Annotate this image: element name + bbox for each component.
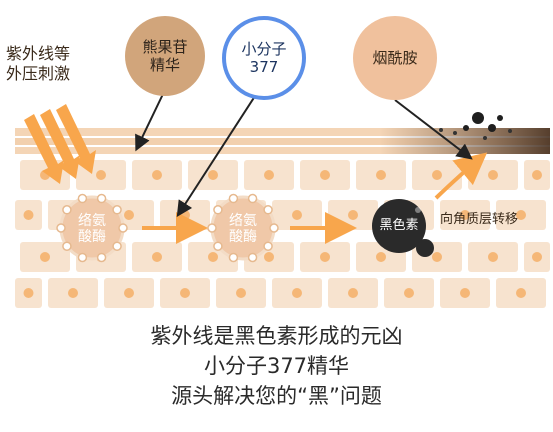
cell-nucleus <box>376 170 386 180</box>
tyrosinase-bead <box>96 193 107 204</box>
tyrosinase-bead <box>56 223 66 233</box>
cell-nucleus <box>516 210 526 220</box>
cell-nucleus <box>152 252 162 262</box>
tyrosinase-bead <box>77 252 88 263</box>
cell-nucleus <box>152 170 162 180</box>
cell-nucleus <box>320 170 330 180</box>
tyrosinase-label-2: 络氨 酸酶 <box>229 213 257 245</box>
tyrosinase-ring-1 <box>56 193 128 263</box>
melanin-particles <box>439 112 512 140</box>
melanin-label: 黑色素 <box>379 218 419 233</box>
cell-nucleus <box>404 288 414 298</box>
cell-nucleus <box>532 170 542 180</box>
cell-nucleus <box>460 288 470 298</box>
cell-nucleus <box>488 252 498 262</box>
caption-line-1: 紫外线是黑色素形成的元凶 <box>150 324 403 348</box>
cell-nucleus <box>320 252 330 262</box>
cell-nucleus <box>68 288 78 298</box>
tyrosinase-bead <box>96 252 107 263</box>
tyrosinase-bead <box>112 241 122 251</box>
cell-nucleus <box>208 252 218 262</box>
niacinamide-bubble: 烟酰胺 <box>353 16 437 100</box>
tyrosinase-bead <box>247 252 258 263</box>
caption-line-3: 源头解决您的“黑”问题 <box>171 384 382 408</box>
tyrosinase-bead <box>77 193 88 204</box>
bear-fruit-label: 熊果苷 精华 <box>142 38 188 74</box>
cell-nucleus <box>23 210 34 220</box>
cell-nucleus <box>376 252 386 262</box>
cell-nucleus <box>292 288 302 298</box>
niacinamide-label: 烟酰胺 <box>372 49 418 67</box>
stratum-corneum-layer <box>15 128 550 154</box>
small-molecule-label: 小分子 377 <box>241 40 287 76</box>
uv-source-label: 紫外线等 外压刺激 <box>6 44 71 83</box>
cell-nucleus <box>292 210 302 220</box>
cell-nucleus <box>264 252 274 262</box>
tyrosinase-bead <box>269 223 279 233</box>
flow-arrows <box>142 152 488 244</box>
caption-line-2: 小分子377精华 <box>203 354 350 378</box>
cell-nucleus <box>348 288 358 298</box>
cell-nucleus <box>124 210 134 220</box>
small-molecule-bubble: 小分子 377 <box>222 16 306 100</box>
cell-nucleus <box>40 252 50 262</box>
tyrosinase-bead <box>118 223 128 233</box>
cell-nucleus <box>460 210 470 220</box>
tyrosinase-bead <box>263 205 273 215</box>
cell-nucleus <box>532 252 542 262</box>
tyrosinase-bead <box>112 205 122 215</box>
cell-nucleus <box>516 288 526 298</box>
bear-fruit-bubble: 熊果苷 精华 <box>125 16 205 96</box>
tyrosinase-bead <box>228 193 239 204</box>
tyrosinase-bead <box>213 205 223 215</box>
uv-arrows <box>24 104 96 184</box>
tyrosinase-bead <box>62 205 72 215</box>
cell-nucleus <box>264 170 274 180</box>
tyrosinase-bead <box>213 241 223 251</box>
cell-nucleus <box>23 288 34 298</box>
pointer-arrows <box>135 93 473 218</box>
cell-nucleus <box>432 170 442 180</box>
melanin-cell <box>372 199 434 257</box>
tyrosinase-bead <box>62 241 72 251</box>
cell-nucleus <box>348 210 358 220</box>
cell-nucleus <box>488 170 498 180</box>
cell-nucleus <box>124 288 134 298</box>
cell-nucleus <box>236 288 246 298</box>
tyrosinase-label-1: 络氨 酸酶 <box>78 213 106 245</box>
tyrosinase-bead <box>247 193 258 204</box>
tyrosinase-bead <box>263 241 273 251</box>
cell-nucleus <box>432 252 442 262</box>
cell-nucleus <box>180 288 190 298</box>
cell-nucleus <box>96 170 106 180</box>
tyrosinase-ring-2 <box>207 193 279 263</box>
tyrosinase-bead <box>207 223 217 233</box>
transfer-label: 向角质层转移 <box>440 212 519 227</box>
tyrosinase-bead <box>228 252 239 263</box>
cell-nucleus <box>208 170 218 180</box>
